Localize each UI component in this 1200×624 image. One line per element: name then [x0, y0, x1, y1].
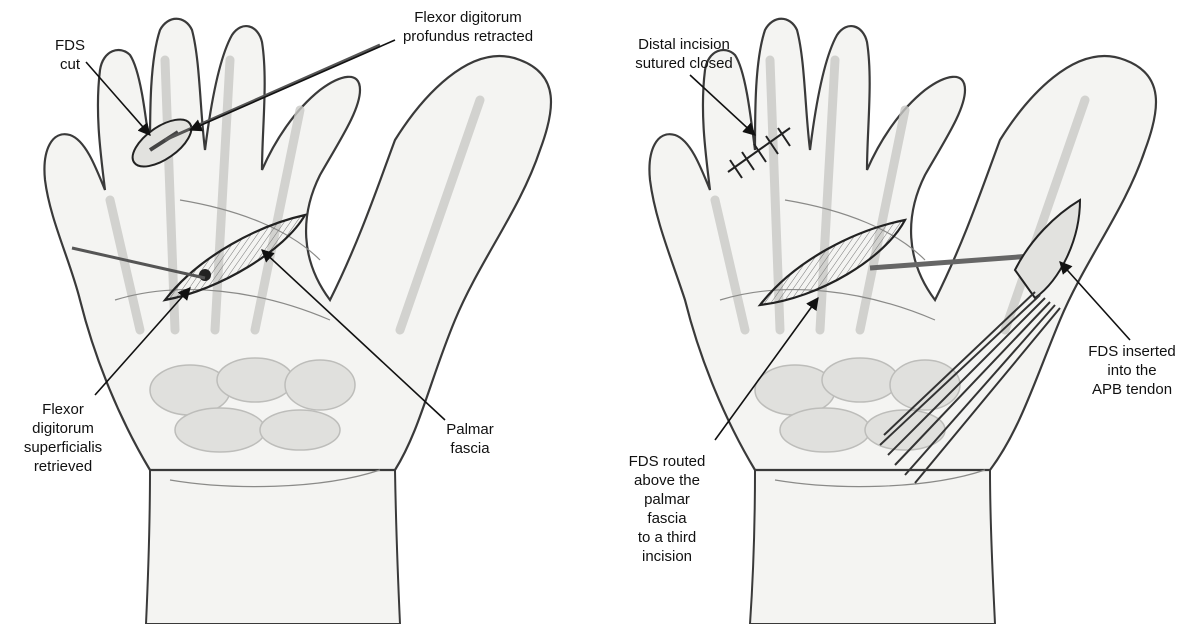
right-leader-fds-inserted: [1059, 261, 1131, 341]
right-palm-creases: [719, 199, 986, 488]
left-palmar-incision: [162, 213, 308, 302]
label-fds-routed: FDS routed above the palmar fascia to a …: [628, 453, 706, 565]
right-palmar-incision: [757, 218, 908, 307]
left-fds-retractor: [71, 246, 206, 280]
right-bones: [710, 55, 1090, 335]
label-fds-retrieved: Flexor digitorum superficialis retrieved: [23, 401, 103, 475]
left-leader-fds-cut: [85, 61, 151, 136]
right-sutured-incision: [727, 127, 791, 179]
left-leader-fdp: [188, 39, 396, 132]
left-hand-illustration: [43, 17, 553, 624]
right-leader-fds-routed: [714, 296, 819, 441]
right-forearm: [748, 469, 997, 624]
right-carpal-bones: [754, 357, 961, 453]
right-routed-tendon: [869, 252, 1046, 271]
label-distal-incision: Distal incision sutured closed: [635, 36, 733, 72]
left-bones: [105, 55, 485, 335]
label-fdp-retracted: Flexor digitorum profundus retracted: [402, 9, 534, 45]
right-hand-illustration: [648, 17, 1158, 624]
right-leader-distal: [689, 74, 756, 136]
label-fds-inserted: FDS inserted into the APB tendon: [1088, 343, 1176, 398]
right-apb-muscle: [879, 291, 1061, 484]
left-retrieved-tendon: [199, 269, 211, 281]
left-carpal-bones: [149, 357, 356, 453]
left-palm-creases: [114, 199, 381, 488]
left-leader-palmar: [261, 249, 446, 421]
left-leader-fds-retrieved: [94, 287, 191, 396]
right-apb-incision: [1013, 198, 1082, 300]
left-forearm: [144, 469, 402, 624]
label-fds-cut: FDS cut: [55, 37, 85, 73]
label-palmar-fascia: Palmar fascia: [446, 421, 494, 457]
